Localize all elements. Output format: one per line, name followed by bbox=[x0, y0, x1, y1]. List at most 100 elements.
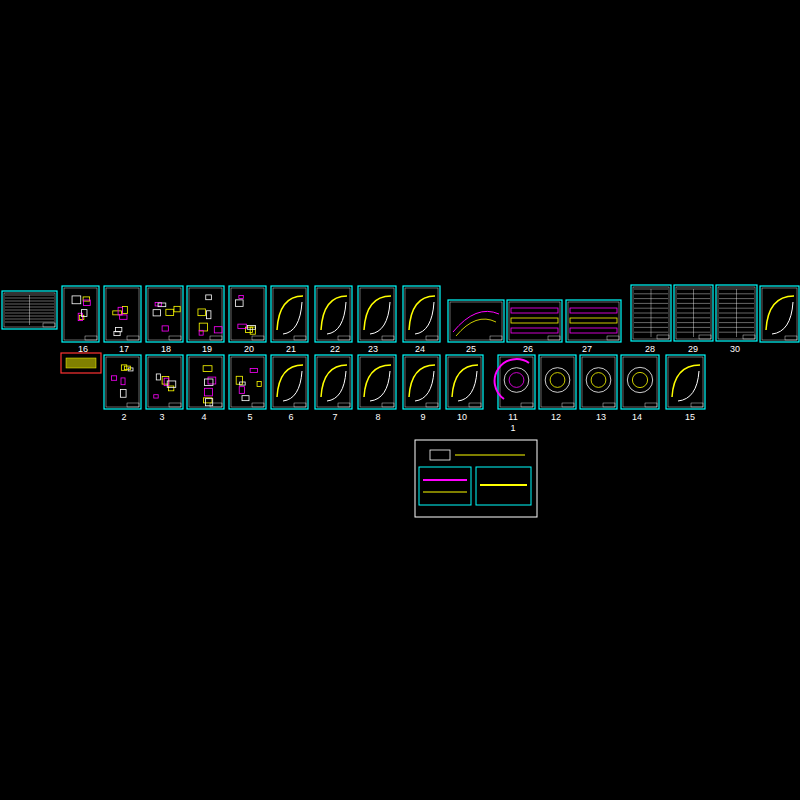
plan-outline bbox=[415, 371, 434, 401]
sheet-border bbox=[146, 355, 183, 409]
sheet-border bbox=[187, 286, 224, 342]
drawing-sheet bbox=[448, 300, 504, 342]
drawing-sheet bbox=[146, 355, 183, 409]
plan-detail bbox=[118, 307, 122, 315]
title-block bbox=[603, 403, 615, 407]
plan-detail bbox=[198, 309, 205, 316]
detail-band bbox=[570, 318, 617, 323]
plan-detail bbox=[257, 382, 261, 387]
sheet-number: 19 bbox=[202, 344, 212, 354]
sheet-number: 27 bbox=[582, 344, 592, 354]
plan-detail bbox=[250, 369, 257, 373]
sheet-number: 29 bbox=[688, 344, 698, 354]
sheet-number: 20 bbox=[244, 344, 254, 354]
sheet-number: 30 bbox=[730, 344, 740, 354]
sheet-number: 23 bbox=[368, 344, 378, 354]
plan-detail bbox=[250, 327, 255, 334]
plan-detail bbox=[83, 300, 90, 305]
sheet-number: 16 bbox=[78, 344, 88, 354]
plan-detail bbox=[168, 386, 173, 391]
detail-sheet bbox=[415, 440, 537, 517]
title-block bbox=[699, 335, 711, 339]
sheet-number: 26 bbox=[523, 344, 533, 354]
plan-detail bbox=[113, 311, 122, 315]
plan-outline bbox=[509, 373, 524, 388]
sheet-border bbox=[358, 355, 396, 409]
plan-outline bbox=[283, 302, 302, 334]
title-block bbox=[490, 336, 502, 340]
sheet-number: 11 bbox=[508, 412, 517, 422]
plan-outline bbox=[364, 296, 391, 330]
drawing-sheet bbox=[229, 355, 266, 409]
drawing-sheet bbox=[229, 286, 266, 342]
sheet-border bbox=[271, 355, 308, 409]
detail-band bbox=[570, 308, 617, 313]
plan-detail bbox=[123, 307, 128, 314]
plan-outline bbox=[364, 365, 391, 397]
plan-detail bbox=[162, 326, 168, 331]
sheet-border bbox=[760, 286, 799, 342]
plan-detail bbox=[164, 378, 169, 385]
sheet-border bbox=[403, 355, 440, 409]
plan-outline bbox=[277, 296, 303, 330]
sheet-inner-frame bbox=[633, 287, 669, 339]
title-block bbox=[426, 403, 438, 407]
sheet-number: 15 bbox=[685, 412, 695, 422]
plan-detail bbox=[162, 377, 169, 385]
plan-detail bbox=[214, 327, 222, 333]
title-block bbox=[645, 403, 657, 407]
sheet-border bbox=[315, 355, 352, 409]
title-block bbox=[657, 335, 669, 339]
sheet-number: 25 bbox=[466, 344, 476, 354]
title-block bbox=[607, 336, 619, 340]
plan-detail bbox=[154, 395, 158, 398]
sheet-border bbox=[507, 300, 562, 342]
sheet-inner-frame bbox=[668, 357, 703, 407]
sheet-inner-frame bbox=[64, 288, 97, 340]
plan-detail bbox=[239, 295, 243, 298]
plan-outline bbox=[678, 371, 699, 401]
drawing-sheet bbox=[760, 286, 799, 342]
sheet-inner-frame bbox=[718, 287, 755, 339]
plan-detail bbox=[120, 390, 126, 398]
detail-band bbox=[511, 318, 558, 323]
drawing-sheet bbox=[2, 291, 57, 329]
sheet-inner-frame bbox=[582, 357, 615, 407]
sheet-inner-frame bbox=[106, 288, 139, 340]
plan-outline bbox=[370, 302, 390, 334]
title-block bbox=[382, 403, 394, 407]
sheet-inner-frame bbox=[541, 357, 574, 407]
title-block bbox=[691, 403, 703, 407]
sheet-inner-frame bbox=[231, 357, 264, 407]
title-block bbox=[210, 336, 222, 340]
drawing-sheet bbox=[104, 286, 141, 342]
plan-outline bbox=[586, 368, 611, 393]
table-column bbox=[651, 289, 652, 337]
sheet-border bbox=[271, 286, 308, 342]
drawing-sheet bbox=[495, 355, 535, 409]
sheet-inner-frame bbox=[189, 357, 222, 407]
plan-outline bbox=[545, 368, 570, 393]
detail-band bbox=[480, 484, 527, 486]
sheet-inner-frame bbox=[273, 357, 306, 407]
title-block bbox=[562, 403, 574, 407]
plan-outline bbox=[370, 371, 390, 401]
drawing-sheet bbox=[271, 355, 308, 409]
drawing-sheet bbox=[580, 355, 617, 409]
plan-detail bbox=[240, 382, 246, 385]
sheet-border bbox=[566, 300, 621, 342]
title-block bbox=[85, 336, 97, 340]
sheet-number: 14 bbox=[632, 412, 642, 422]
detail-band bbox=[423, 479, 467, 481]
sheet-number: 7 bbox=[332, 412, 337, 422]
sheet-border bbox=[146, 286, 183, 342]
plan-detail bbox=[236, 300, 244, 306]
title-block bbox=[169, 336, 181, 340]
plan-detail bbox=[203, 366, 212, 372]
plan-outline bbox=[591, 373, 606, 388]
plan-outline bbox=[327, 302, 346, 334]
drawing-sheet bbox=[315, 286, 352, 342]
sheet-border bbox=[666, 355, 705, 409]
sheet-inner-frame bbox=[762, 288, 797, 340]
title-block bbox=[469, 403, 481, 407]
